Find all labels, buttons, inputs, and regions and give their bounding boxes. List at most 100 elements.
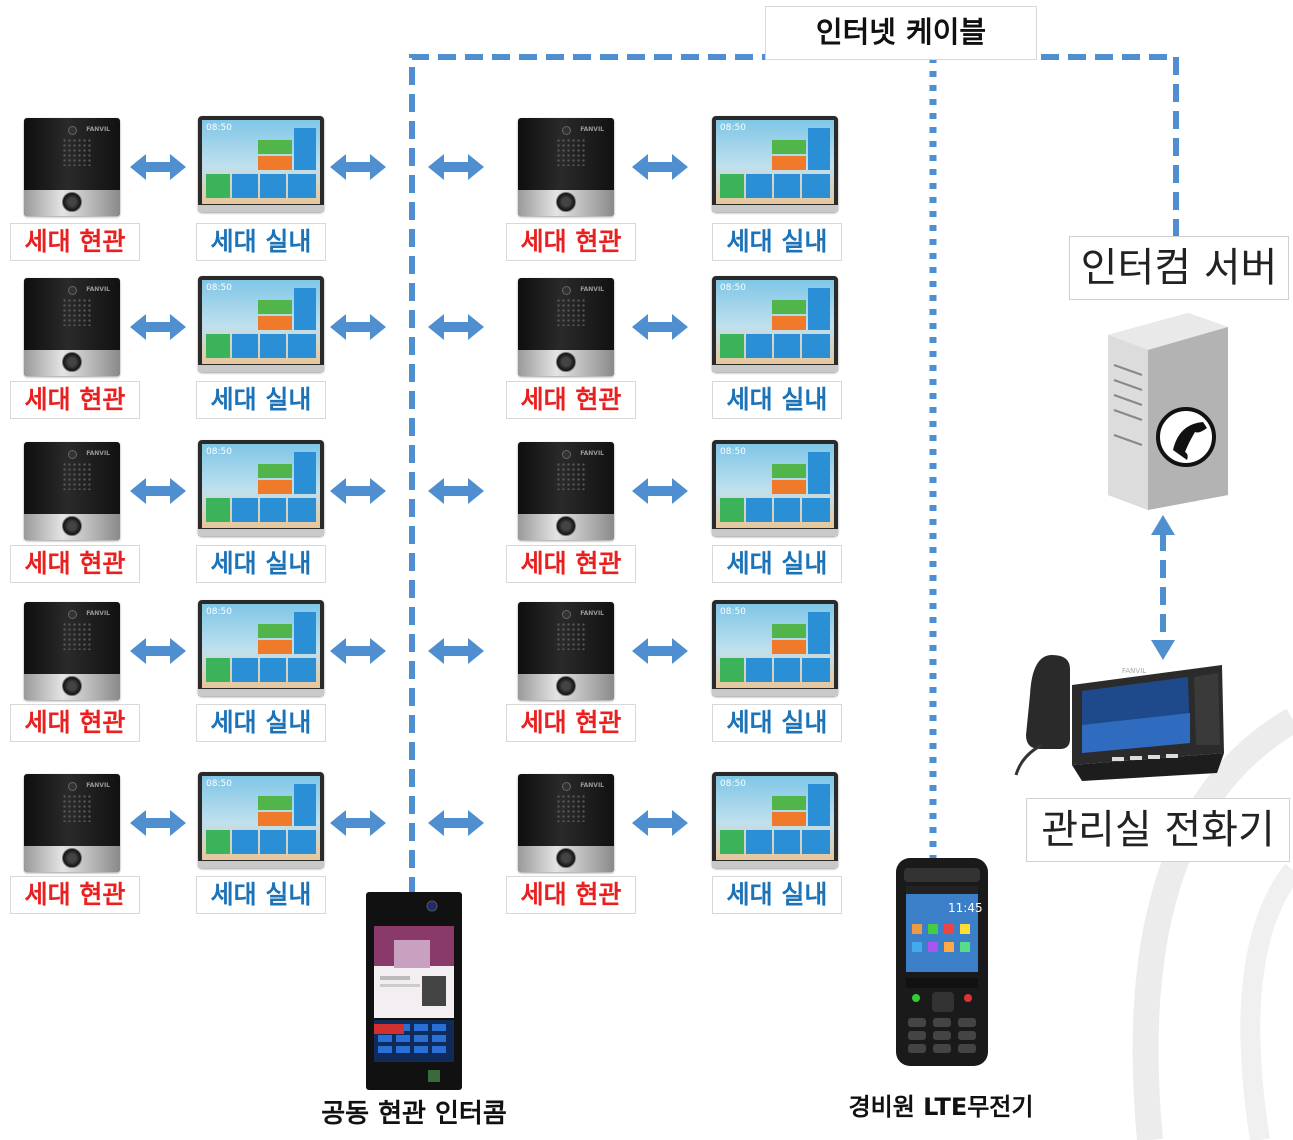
monitor-screen: 08:50 [716,444,834,528]
door-brand: FANVIL [86,782,110,789]
bidirectional-arrow [428,810,484,836]
call-button-icon [556,516,576,536]
monitor-base [712,205,838,212]
right-door-label: 세대 현관 [506,545,636,583]
camera-icon [68,450,77,459]
monitor-screen: 08:50 [202,444,320,528]
monitor-time: 08:50 [206,123,232,133]
door-brand: FANVIL [580,782,604,789]
camera-icon [68,286,77,295]
bidirectional-arrow [130,810,186,836]
monitor-time: 08:50 [720,123,746,133]
unit-door-station: FANVIL [24,602,120,700]
speaker-grill [62,298,92,326]
bidirectional-arrow [330,810,386,836]
right-indoor-label: 세대 실내 [712,223,842,261]
unit-door-station: FANVIL [518,442,614,540]
lobby-intercom-icon [366,892,462,1090]
left-indoor-label: 세대 실내 [196,876,326,914]
right-door-label: 세대 현관 [506,223,636,261]
left-indoor-label: 세대 실내 [196,545,326,583]
monitor-time: 08:50 [720,283,746,293]
bidirectional-arrow [428,638,484,664]
speaker-grill [556,462,586,490]
monitor-base [712,689,838,696]
call-button-icon [62,192,82,212]
bidirectional-arrow [428,314,484,340]
call-button-icon [556,352,576,372]
unit-door-station: FANVIL [518,774,614,872]
monitor-base [198,689,324,696]
unit-door-station: FANVIL [518,118,614,216]
monitor-base [712,365,838,372]
lobby-intercom-label: 공동 현관 인터콤 [321,1099,507,1129]
door-brand: FANVIL [580,450,604,457]
trunk-cable [409,54,933,895]
svg-text:FANVIL: FANVIL [1122,667,1146,675]
camera-icon [68,126,77,135]
unit-indoor-monitor: 08:50 [712,116,838,212]
door-brand: FANVIL [86,126,110,133]
manager-phone-label: 관리실 전화기 [1026,798,1290,862]
door-brand: FANVIL [86,286,110,293]
bidirectional-arrow [428,478,484,504]
bidirectional-arrow [330,154,386,180]
guard-radio-icon: 11:45 [896,858,988,1066]
speaker-grill [62,462,92,490]
monitor-screen: 08:50 [202,604,320,688]
unit-door-station: FANVIL [24,118,120,216]
unit-indoor-monitor: 08:50 [198,276,324,372]
bidirectional-arrow [330,478,386,504]
speaker-grill [62,794,92,822]
call-button-icon [556,848,576,868]
door-brand: FANVIL [86,610,110,617]
monitor-base [712,529,838,536]
monitor-base [198,365,324,372]
right-door-label: 세대 현관 [506,876,636,914]
radio-time: 11:45 [948,901,983,915]
unit-door-station: FANVIL [518,278,614,376]
camera-icon [562,286,571,295]
monitor-screen: 08:50 [202,120,320,204]
camera-icon [562,126,571,135]
server-branch-cable [933,54,1179,236]
guard-radio-label: 경비원 LTE무전기 [848,1093,1034,1121]
bidirectional-arrow [130,154,186,180]
speaker-grill [556,622,586,650]
monitor-time: 08:50 [720,607,746,617]
bidirectional-arrow [130,314,186,340]
camera-icon [562,450,571,459]
monitor-screen: 08:50 [202,776,320,860]
unit-door-station: FANVIL [24,278,120,376]
cable-label: 인터넷 케이블 [765,6,1037,60]
left-door-label: 세대 현관 [10,381,140,419]
unit-indoor-monitor: 08:50 [712,600,838,696]
call-button-icon [62,848,82,868]
bidirectional-arrow [632,638,688,664]
unit-door-station: FANVIL [24,442,120,540]
unit-indoor-monitor: 08:50 [712,440,838,536]
right-indoor-label: 세대 실내 [712,876,842,914]
right-indoor-label: 세대 실내 [712,381,842,419]
call-button-icon [62,516,82,536]
right-indoor-label: 세대 실내 [712,704,842,742]
monitor-time: 08:50 [720,779,746,789]
right-indoor-label: 세대 실내 [712,545,842,583]
door-brand: FANVIL [580,286,604,293]
right-door-label: 세대 현관 [506,704,636,742]
camera-icon [562,782,571,791]
bidirectional-arrow [130,478,186,504]
monitor-screen: 08:50 [716,604,834,688]
camera-icon [68,610,77,619]
left-door-label: 세대 현관 [10,704,140,742]
right-door-label: 세대 현관 [506,381,636,419]
camera-icon [562,610,571,619]
left-indoor-label: 세대 실내 [196,704,326,742]
camera-icon [68,782,77,791]
call-button-icon [62,352,82,372]
monitor-time: 08:50 [206,779,232,789]
bidirectional-arrow [632,478,688,504]
bidirectional-arrow [632,154,688,180]
bidirectional-arrow [130,638,186,664]
